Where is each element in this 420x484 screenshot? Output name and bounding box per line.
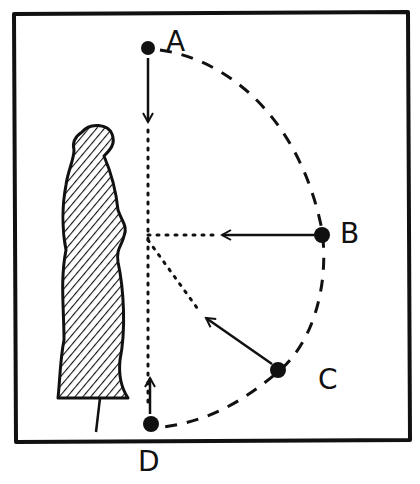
- point-label: D: [138, 448, 160, 476]
- point-label: C: [318, 366, 338, 394]
- frame-border: [14, 12, 410, 442]
- point-label: B: [340, 220, 359, 248]
- sight-lines: [148, 130, 215, 405]
- view-arrows: [148, 58, 316, 414]
- point-label: A: [166, 28, 185, 56]
- statue-silhouette: [58, 125, 128, 398]
- dashed-arc: [152, 50, 324, 428]
- statue-base: [96, 398, 100, 432]
- view-points: [141, 41, 330, 432]
